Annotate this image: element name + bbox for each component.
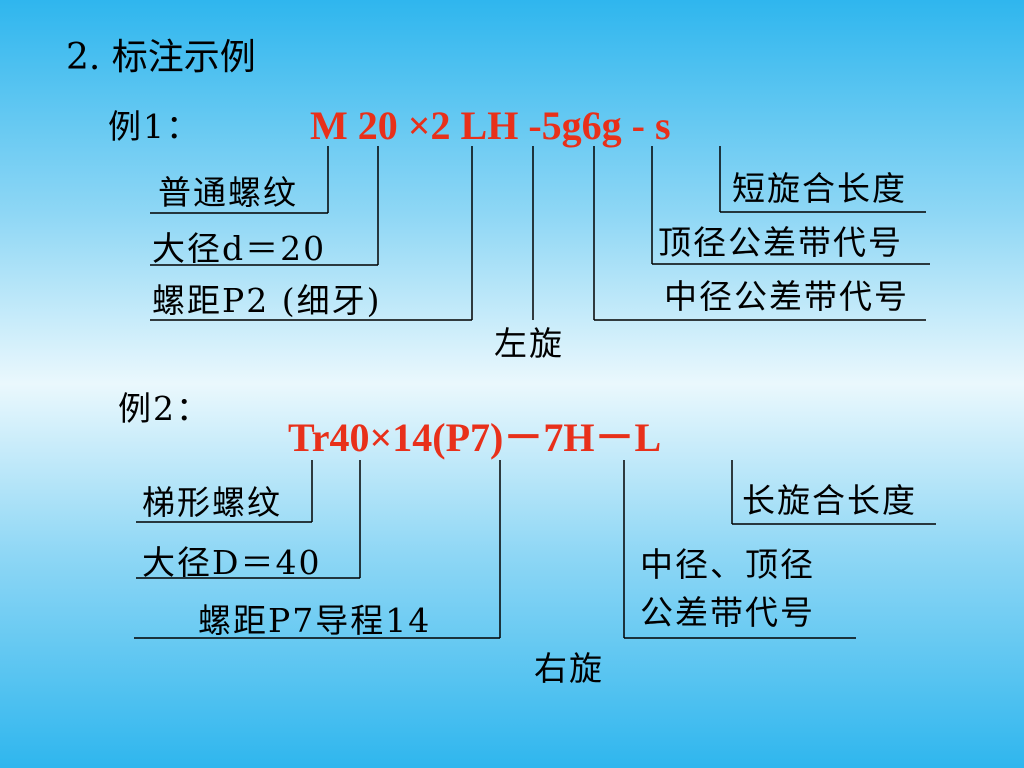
ex2-tolerance-line1: 中径、顶径 bbox=[640, 545, 815, 584]
ex1-handedness: 左旋 bbox=[494, 324, 564, 363]
ex1-crest-tolerance: 顶径公差带代号 bbox=[658, 223, 903, 262]
example2-code: Tr40×14(P7)－7H－L bbox=[288, 415, 662, 460]
ex2-pitch-lead: 螺距P7导程14 bbox=[198, 601, 432, 640]
ex2-major-diameter: 大径D＝40 bbox=[142, 543, 322, 582]
example2-label: 例2： bbox=[118, 389, 211, 428]
ex2-length-group: 长旋合长度 bbox=[742, 481, 917, 520]
ex1-leader-lines bbox=[150, 146, 930, 321]
ex1-major-diameter: 大径d＝20 bbox=[152, 229, 327, 268]
example1-label: 例1： bbox=[108, 107, 201, 146]
ex1-thread-type: 普通螺纹 bbox=[158, 173, 298, 212]
ex1-pitch-tolerance: 中径公差带代号 bbox=[664, 277, 909, 316]
example1-code: M 20 ×2 LH -5g6g - s bbox=[310, 103, 671, 148]
ex1-pitch: 螺距P2 (细牙) bbox=[152, 281, 382, 320]
ex2-leader-lines bbox=[134, 460, 936, 639]
ex2-thread-type: 梯形螺纹 bbox=[142, 483, 282, 522]
ex2-handedness: 右旋 bbox=[534, 649, 604, 688]
ex1-length-group: 短旋合长度 bbox=[732, 169, 907, 208]
ex2-tolerance-line2: 公差带代号 bbox=[640, 593, 815, 632]
slide-title: 2. 标注示例 bbox=[66, 37, 256, 78]
